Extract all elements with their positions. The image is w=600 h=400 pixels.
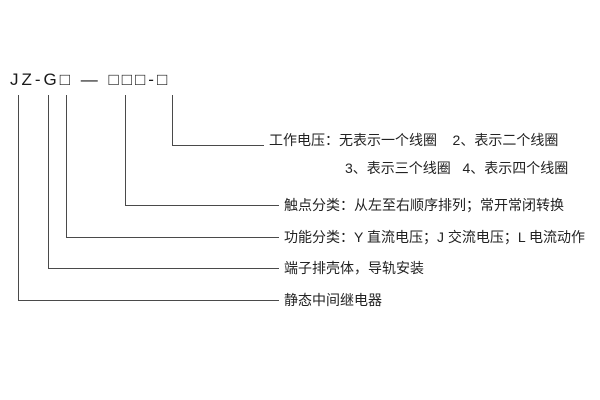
label-contact-class: 触点分类：从左至右顺序排列；常开常闭转换 xyxy=(284,197,564,213)
label-working-voltage-line2: 3、表示三个线圈 4、表示四个线圈 xyxy=(345,160,569,176)
label-terminal-housing: 端子排壳体，导轨安装 xyxy=(284,260,424,276)
label-working-voltage-line1: 工作电压：无表示一个线圈 2、表示二个线圈 xyxy=(269,132,559,148)
label-relay-type: 静态中间继电器 xyxy=(284,292,382,308)
connector-line-function-class xyxy=(66,95,279,238)
model-code-text: JZ-G□ — □□□-□ xyxy=(10,70,171,89)
connector-line-working-voltage xyxy=(172,95,264,146)
connector-line-terminal-housing xyxy=(48,95,279,269)
connector-line-contact-class xyxy=(125,95,279,206)
connector-line-relay-type xyxy=(18,95,279,301)
label-function-class: 功能分类：Y 直流电压；J 交流电压；L 电流动作 xyxy=(284,229,586,245)
